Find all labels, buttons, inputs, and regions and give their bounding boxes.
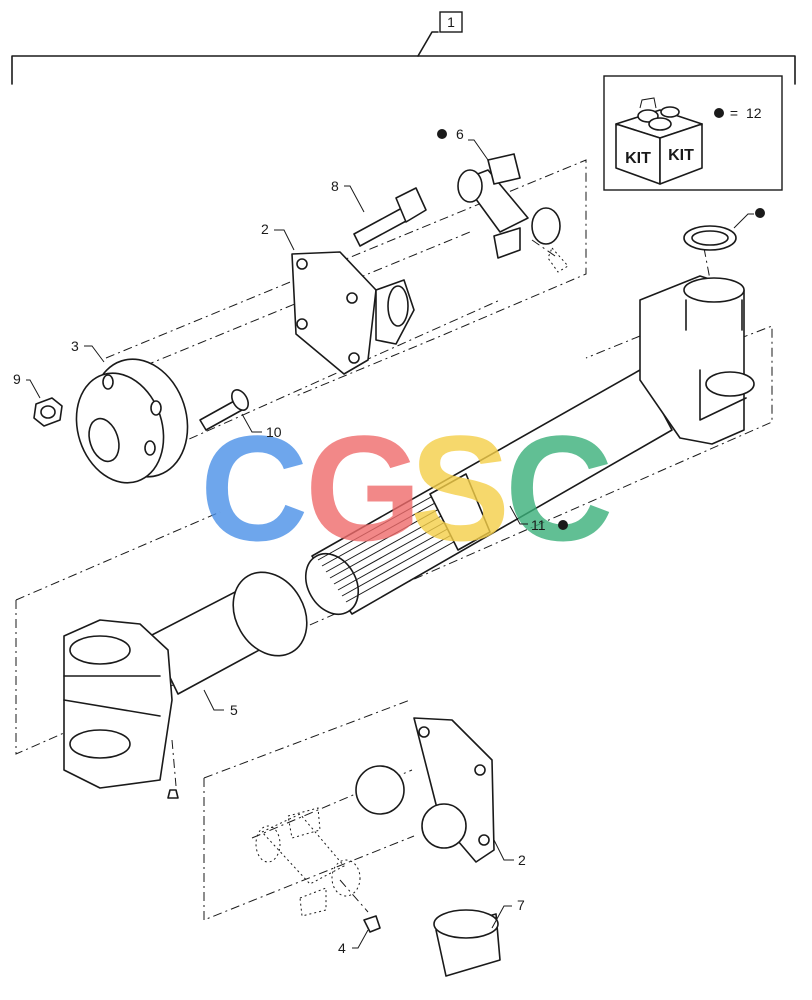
outline-upper <box>105 159 587 397</box>
svg-text:10: 10 <box>266 424 282 440</box>
callout-5: 5 <box>203 689 238 718</box>
svg-text:2: 2 <box>518 852 526 868</box>
outline-main-top <box>15 335 641 601</box>
callout-2-upper: 2 <box>261 221 295 251</box>
svg-text:5: 5 <box>230 702 238 718</box>
kit-cube-icon: KIT KIT <box>615 97 703 185</box>
axis-line-grease-4 <box>339 879 369 913</box>
callout-11: 11 <box>509 505 568 533</box>
svg-text:4: 4 <box>338 940 346 956</box>
callout-7: 7 <box>491 897 525 929</box>
kit-text-left: KIT <box>625 150 651 167</box>
nut <box>33 397 63 427</box>
svg-text:8: 8 <box>331 178 339 194</box>
axis-line-grease-6 <box>531 239 559 259</box>
svg-text:9: 9 <box>13 371 21 387</box>
watermark-letter: G <box>305 404 422 572</box>
outline-main <box>15 325 773 755</box>
kit-number: 12 <box>746 105 762 121</box>
axis-line-upper <box>109 231 471 381</box>
kit-dot-icon <box>714 108 724 118</box>
callout-10: 10 <box>241 413 282 440</box>
watermark-letter: S <box>410 404 510 572</box>
callout-9: 9 <box>13 371 41 399</box>
svg-text:2: 2 <box>261 221 269 237</box>
watermark: C G S C <box>200 404 613 572</box>
kit-box: KIT KIT = 12 <box>603 75 783 191</box>
grease-fitting <box>363 915 381 933</box>
bearing-cap <box>433 909 501 977</box>
outline-lower <box>203 699 415 921</box>
axis-line-mid <box>119 299 501 471</box>
assembly-label: 1 <box>447 14 455 30</box>
universal-cross-upper <box>457 153 569 273</box>
kit-text-right: KIT <box>668 147 694 164</box>
universal-cross-lower <box>255 807 361 917</box>
bolt-long <box>353 187 427 247</box>
assembly-bracket <box>11 31 796 85</box>
svg-text:6: 6 <box>456 126 464 142</box>
callout-3: 3 <box>71 338 105 363</box>
watermark-letter: C <box>505 404 613 572</box>
callout-4: 4 <box>338 929 369 956</box>
callout-seal-dot <box>733 208 765 229</box>
tube-yoke-assembly <box>304 275 755 615</box>
svg-text:3: 3 <box>71 338 79 354</box>
slip-yoke-tube <box>63 571 308 799</box>
axis-line-grease-5 <box>171 739 177 787</box>
svg-text:7: 7 <box>517 897 525 913</box>
axis-line-bearing <box>703 247 713 291</box>
kit-equals: = <box>730 105 738 121</box>
seal-ring <box>683 225 737 251</box>
flange <box>75 358 189 484</box>
callout-2-lower: 2 <box>493 839 526 868</box>
callout-8: 8 <box>331 178 365 213</box>
flange-yoke-lower <box>355 717 495 863</box>
assembly-label-box: 1 <box>439 11 463 33</box>
watermark-letter: C <box>200 404 308 572</box>
flange-yoke-upper <box>291 251 415 375</box>
kit-dot-icon <box>558 520 568 530</box>
svg-text:11: 11 <box>531 517 546 533</box>
kit-dot-icon <box>755 208 765 218</box>
callout-6: 6 <box>437 126 489 161</box>
bolt-short <box>199 389 249 431</box>
kit-dot-icon <box>437 129 447 139</box>
